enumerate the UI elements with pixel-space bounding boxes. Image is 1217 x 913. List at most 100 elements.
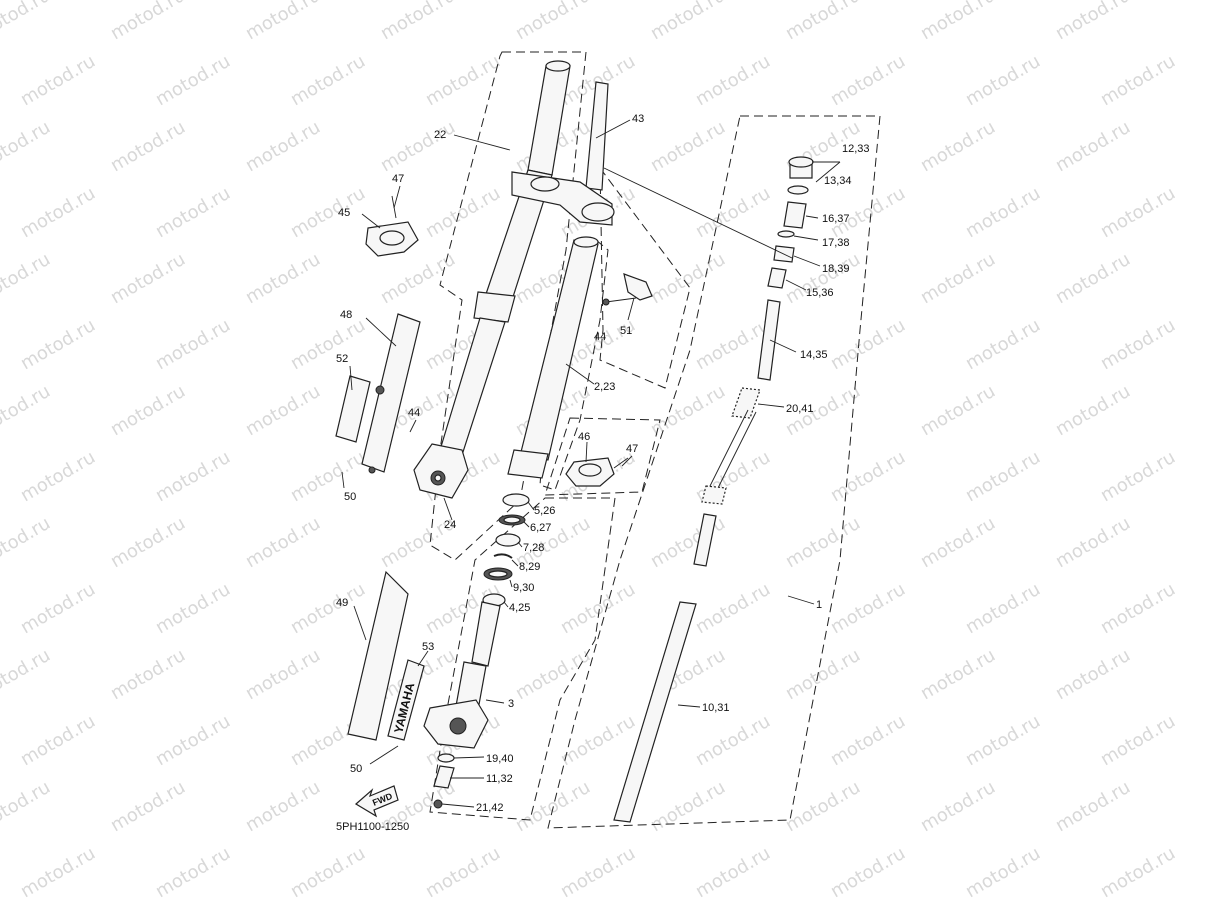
watermark-text: motod.ru [962,711,1044,770]
watermark-text: motod.ru [827,447,909,506]
watermark-text: motod.ru [17,711,99,770]
leader-lines [341,119,841,808]
label-24: 24 [444,519,456,531]
watermark-text: motod.ru [242,0,324,44]
watermark-text: motod.ru [1052,777,1134,836]
watermark-text: motod.ru [1097,843,1179,902]
label-16-37: 16,37 [822,213,850,225]
watermark-text: motod.ru [557,843,639,902]
watermark-text: motod.ru [917,513,999,572]
bracket-51 [602,273,653,306]
watermark-text: motod.ru [647,249,729,308]
fwd-arrow: FWD [354,785,399,818]
clamp-46 [565,457,629,487]
watermark-text: motod.ru [107,381,189,440]
watermark-text: motod.ru [962,843,1044,902]
watermark-text: motod.ru [782,645,864,704]
watermark-text: motod.ru [242,381,324,440]
watermark-text: motod.ru [107,513,189,572]
watermark-text: motod.ru [0,249,54,308]
watermark-text: motod.ru [917,249,999,308]
label-5-26: 5,26 [534,505,555,517]
watermark-text: motod.ru [962,183,1044,242]
label-1: 1 [816,599,822,611]
label-50-upper: 50 [344,491,356,503]
cartridge-parts [613,156,814,823]
watermark-text: motod.ru [917,777,999,836]
watermark-text: motod.ru [782,777,864,836]
watermark-text: motod.ru [557,711,639,770]
label-3: 3 [508,698,514,710]
watermark-text: motod.ru [17,315,99,374]
watermark-text: motod.ru [1097,711,1179,770]
watermark-text: motod.ru [107,645,189,704]
watermark-text: motod.ru [782,249,864,308]
watermark-text: motod.ru [242,249,324,308]
watermark-text: motod.ru [827,51,909,110]
watermark-text: motod.ru [152,843,234,902]
watermark-text: motod.ru [377,117,459,176]
watermark-text: motod.ru [692,51,774,110]
watermark-text: motod.ru [692,579,774,638]
label-43: 43 [632,113,644,125]
watermark-text: motod.ru [107,249,189,308]
watermark-text: motod.ru [1097,51,1179,110]
watermark-text: motod.ru [242,513,324,572]
label-11-32: 11,32 [486,773,513,785]
label-10-31: 10,31 [702,702,730,714]
seal-stack [482,493,530,607]
label-13-34: 13,34 [824,175,852,187]
watermark-text: motod.ru [152,315,234,374]
watermark-text: motod.ru [377,0,459,44]
watermark-text: motod.ru [962,447,1044,506]
watermark-text: motod.ru [17,579,99,638]
watermark-text: motod.ru [287,447,369,506]
watermark-text: motod.ru [557,579,639,638]
watermark-text: motod.ru [692,843,774,902]
axle-bracket-24 [413,443,469,499]
boundary-damper-assembly [547,115,881,829]
label-19-40: 19,40 [486,753,514,765]
boundary-lower-assembly [429,497,616,821]
watermark-text: motod.ru [152,51,234,110]
label-46: 46 [578,431,590,443]
watermark-text: motod.ru [962,51,1044,110]
watermark-text: motod.ru [1052,645,1134,704]
watermark-text: motod.ru [782,0,864,44]
watermark-text: motod.ru [1052,117,1134,176]
watermark-text: motod.ru [152,711,234,770]
fork-guard-48 [361,313,421,474]
label-17-38: 17,38 [822,237,850,249]
label-45: 45 [338,207,350,219]
label-47-upper: 47 [392,173,404,185]
watermark-text: motod.ru [287,183,369,242]
steering-stem-43 [511,81,615,226]
clamp-45 [365,195,419,257]
label-7-28: 7,28 [523,542,544,554]
watermark-text: motod.ru [917,645,999,704]
watermark-text: motod.ru [287,51,369,110]
watermark-text: motod.ru [692,711,774,770]
label-9-30: 9,30 [513,582,534,594]
watermark-text: motod.ru [917,381,999,440]
label-15-36: 15,36 [806,287,834,299]
watermark-text: motod.ru [422,51,504,110]
label-21-42: 21,42 [476,802,504,814]
watermark-text: motod.ru [152,447,234,506]
label-52: 52 [336,353,348,365]
watermark-text: motod.ru [1097,183,1179,242]
watermark-text: motod.ru [17,843,99,902]
watermark-text: motod.ru [0,645,54,704]
watermark-text: motod.ru [107,777,189,836]
watermark-text: motod.ru [827,843,909,902]
watermark-text: motod.ru [647,513,729,572]
plate-52 [335,375,371,443]
watermark-text: motod.ru [692,183,774,242]
label-51: 51 [620,325,632,337]
watermark-text: motod.ru [152,579,234,638]
watermark-text: motod.ru [0,117,54,176]
label-48: 48 [340,309,352,321]
